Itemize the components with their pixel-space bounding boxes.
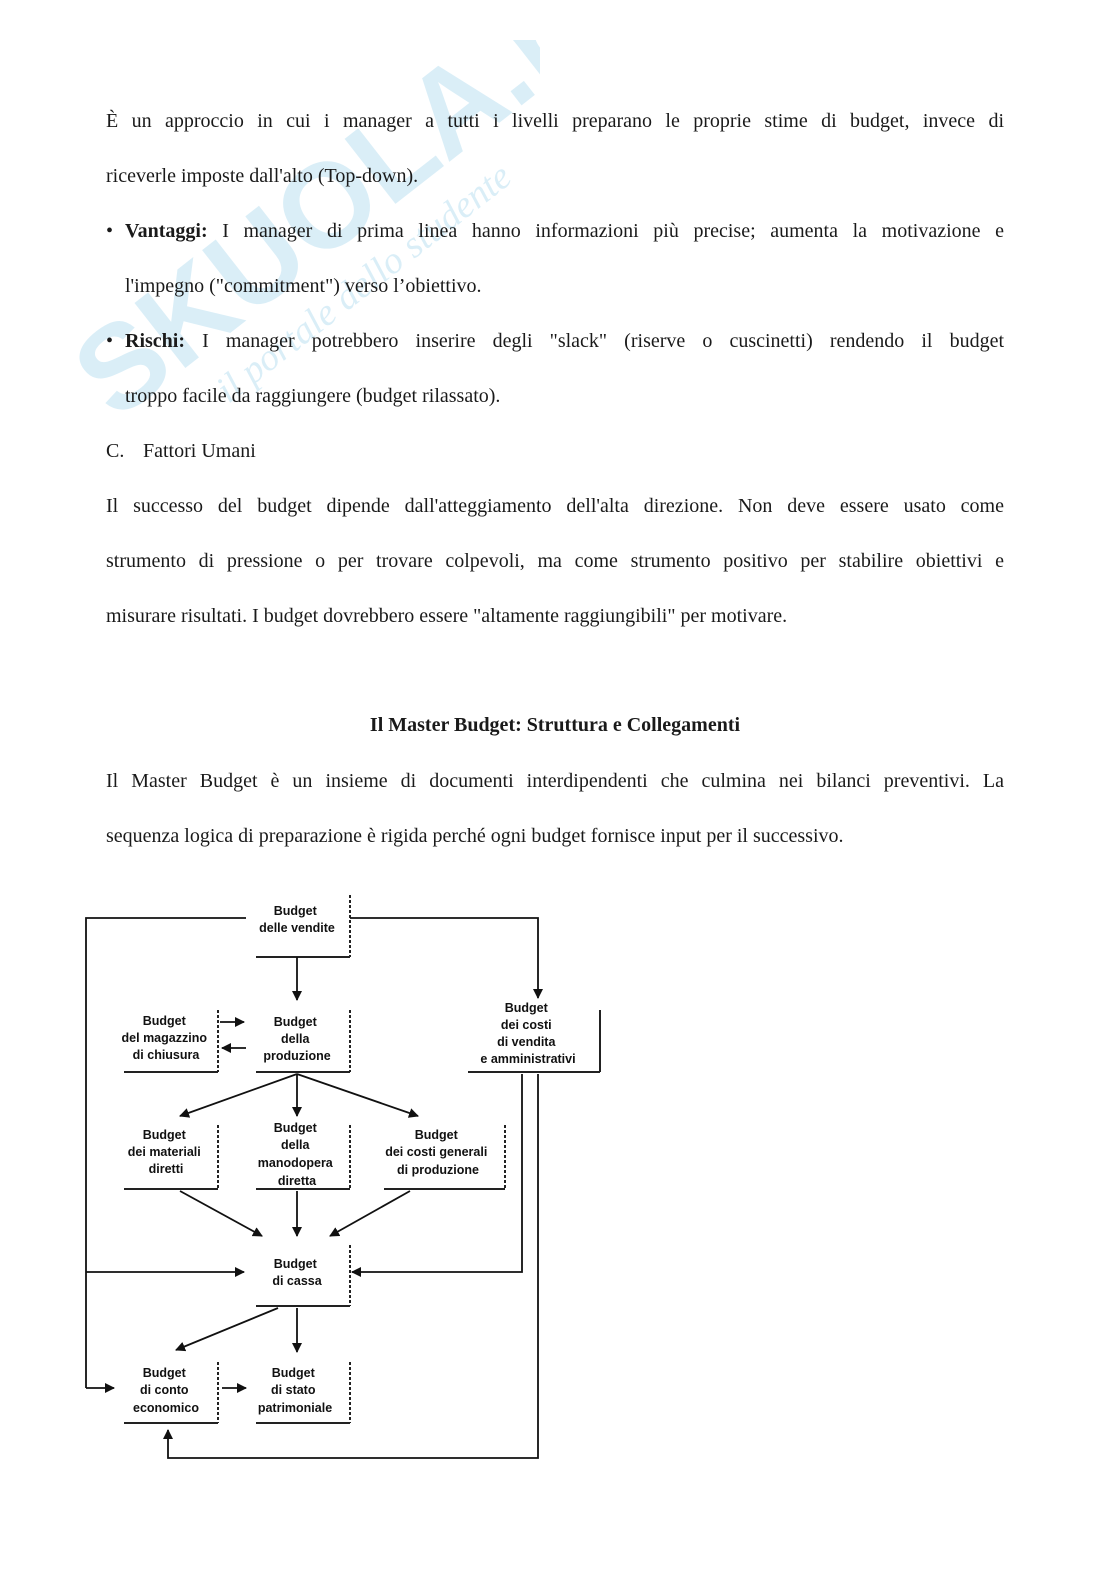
box-frame-costi-vendita <box>468 1010 601 1073</box>
line-vendite-left-loop <box>85 917 246 1388</box>
bullet-term: Vantaggi: <box>125 220 208 242</box>
intro-line-1: È un approccio in cui i manager a tutti … <box>106 110 1004 132</box>
box-materiali: Budget dei materiali diretti <box>128 1128 204 1176</box>
arrow-costi-vendita-conto-economico <box>163 1074 539 1459</box>
box-cassa: Budget di cassa <box>272 1257 322 1288</box>
section-number: C. <box>106 440 125 462</box>
arrow-materiali-cassa <box>179 1190 263 1237</box>
box-frame-cassa <box>256 1245 351 1307</box>
arrow-produzione-costi-generali <box>296 1073 419 1118</box>
intro-line-2: riceverle imposte dall'alto (Top-down). <box>106 165 419 187</box>
box-frame-costi-generali <box>384 1125 506 1190</box>
box-frame-magazzino <box>124 1010 219 1073</box>
box-manodopera: Budget della manodopera diretta <box>258 1121 337 1188</box>
section-heading: C. Fattori Umani <box>106 436 256 466</box>
box-frame-materiali <box>124 1125 219 1190</box>
bullet-dot: • <box>106 330 114 352</box>
master-budget-title: Il Master Budget: Struttura e Collegamen… <box>369 714 741 736</box>
box-magazzino: Budget del magazzino di chiusura <box>122 1014 211 1062</box>
box-stato-patrimoniale: Budget di stato patrimoniale <box>258 1366 332 1415</box>
box-costi-generali: Budget dei costi generali di produzione <box>385 1128 491 1177</box>
bullet-rischi: • Rischi: I manager potrebbero inserire … <box>106 314 1004 424</box>
master-intro-line-1: Il Master Budget è un insieme di documen… <box>106 770 1004 792</box>
box-produzione: Budget della produzione <box>263 1015 330 1063</box>
box-frame-vendite <box>256 895 351 958</box>
bullet-vantaggi: • Vantaggi: I manager di prima linea han… <box>106 204 1004 314</box>
human-factors-line-2: strumento di pressione o per trovare col… <box>106 550 1004 572</box>
bullet-text-1: I manager di prima linea hanno informazi… <box>207 220 1004 242</box>
box-frame-stato-patrimoniale <box>256 1362 351 1424</box>
arrow-costi-generali-cassa <box>329 1190 411 1237</box>
bullet-dot: • <box>106 220 114 242</box>
box-frame-manodopera <box>256 1125 351 1190</box>
arrow-produzione-materiali <box>179 1073 298 1118</box>
arrow-cassa-conto-economico <box>175 1307 279 1352</box>
box-frame-conto-economico <box>124 1362 219 1424</box>
human-factors-line-3: misurare risultati. I budget dovrebbero … <box>106 605 788 627</box>
bullet-text-1: I manager potrebbero inserire degli "sla… <box>185 330 1004 352</box>
human-factors-line-1: Il successo del budget dipende dall'atte… <box>106 495 1004 517</box>
box-frame-produzione <box>256 1010 351 1073</box>
box-vendite: Budget delle vendite <box>259 904 335 935</box>
master-intro-line-2: sequenza logica di preparazione è rigida… <box>106 825 844 847</box>
bullet-text-2: l'impegno ("commitment") verso l’obietti… <box>125 275 482 297</box>
arrow-costi-vendita-cassa <box>351 1074 523 1277</box>
box-costi-vendita: Budget dei costi di vendita e amministra… <box>480 1001 575 1066</box>
bullet-term: Rischi: <box>125 330 185 352</box>
box-conto-economico: Budget di conto economico <box>133 1366 199 1415</box>
arrow-vendite-costi-vendita <box>350 917 543 999</box>
section-title: Fattori Umani <box>143 440 256 462</box>
bullet-text-2: troppo facile da raggiungere (budget ril… <box>125 385 501 407</box>
